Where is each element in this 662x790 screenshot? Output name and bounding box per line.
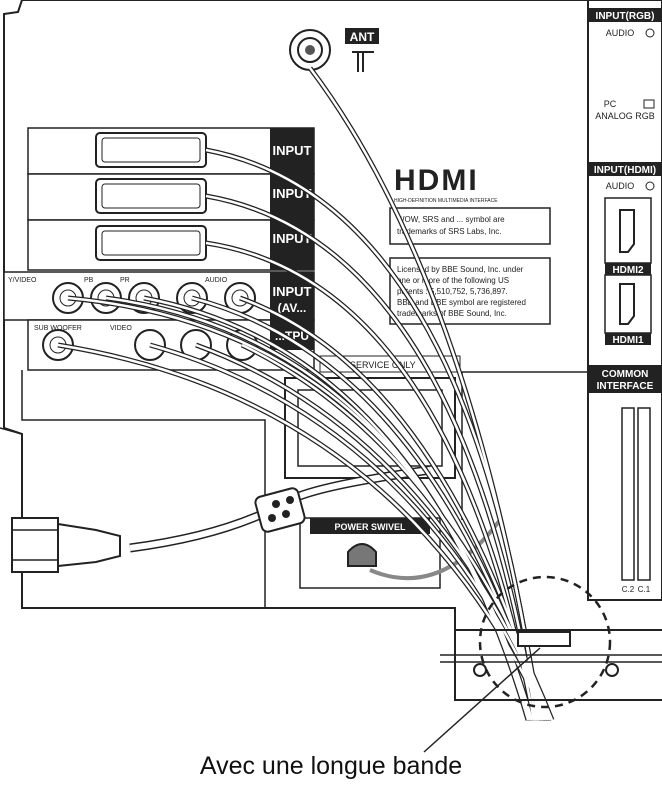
bbe-line-3: patents : 5,510,752, 5,736,897. [397,287,508,296]
ci-slot-1 [637,407,651,581]
input-4-sub-label: (AV... [278,301,307,315]
srs-notice-box [389,207,551,245]
hdmi2-connector-icon [619,209,635,253]
caption: Avec une longue bande [199,752,463,780]
bbe-line-1: Licensed by BBE Sound, Inc. under [397,265,524,274]
audio-rgb-label: AUDIO [606,28,635,38]
sub-woofer-label: SUB WOOFER [34,325,82,332]
common-label: COMMON [602,369,649,380]
y-video-label: Y/VIDEO [8,277,37,284]
input-bay-1: INPUT [27,127,315,175]
audio-hdmi-label: AUDIO [606,181,635,191]
cable-tie-band [517,631,571,647]
hdmi-logo: HDMI [394,164,479,197]
band-highlight-circle [478,575,612,709]
hdmi2-port [604,197,652,264]
input-rgb-header [588,8,662,22]
stand-bracket [454,608,662,701]
pc-label: PC [604,99,617,109]
leader-line [423,647,541,753]
audio-rgb-jack-icon [645,28,655,38]
video-out-label: VIDEO [110,325,132,332]
pc-port-icon [643,99,655,109]
srs-line-2: trademarks of SRS Labs, Inc. [397,227,502,236]
hdmi-tagline: HIGH-DEFINITION MULTIMEDIA INTERFACE [394,198,498,204]
ant-label: ANT [350,30,375,44]
bbe-line-4: BBE and BBE symbol are registered [397,298,526,307]
power-swivel-label: POWER SWIVEL [334,522,406,532]
input-1-label: INPUT [273,143,312,158]
hdmi1-connector-icon [619,283,635,325]
hdmi2-label: HDMI2 [612,265,644,276]
input-hdmi-header [588,162,662,176]
ci-slot-2 [621,407,635,581]
pb-label: PB [84,277,94,284]
slot-c2-label: C.2 [622,585,635,594]
bbe-line-2: one or more of the following US [397,276,509,285]
bbe-line-5: trademarks of BBE Sound, Inc. [397,309,507,318]
input-4-label: INPUT [273,284,312,299]
audio-hdmi-jack-icon [645,181,655,191]
input-bay-3: INPUT [27,219,315,271]
common-interface-header [588,365,662,393]
pr-label: PR [120,277,130,284]
service-only-label: SERVICE ONLY [350,360,416,370]
hdmi1-label: HDMI1 [612,335,644,346]
interface-label: INTERFACE [597,381,654,392]
input-rgb-label: INPUT(RGB) [596,11,655,22]
ant-label-bg [345,28,379,44]
input-hdmi-label: INPUT(HDMI) [594,165,656,176]
ferrite-core [254,487,306,533]
output-label: ...TPU [275,329,309,343]
srs-line-1: WOW, SRS and ... symbol are [397,215,505,224]
power-socket-icon [347,543,377,567]
audio-row-label: AUDIO [205,277,228,284]
antenna-symbol-icon [352,51,374,72]
slot-c1-label: C.1 [638,585,651,594]
analog-rgb-label: ANALOG RGB [595,111,655,121]
power-plug [11,517,59,573]
